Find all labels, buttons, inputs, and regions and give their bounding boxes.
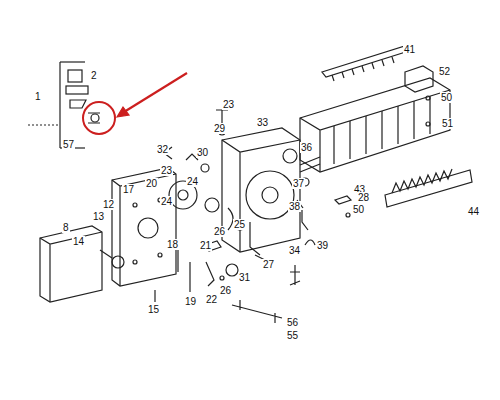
callout-number: 22 <box>205 294 218 305</box>
callout-number: 31 <box>238 272 251 283</box>
callout-number: 39 <box>316 240 329 251</box>
callout-number: 51 <box>441 118 454 129</box>
callout-number: 50 <box>352 204 365 215</box>
callout-number: 23 <box>160 165 173 176</box>
callout-number: 30 <box>196 147 209 158</box>
callout-number: 33 <box>256 117 269 128</box>
callout-number: 14 <box>72 236 85 247</box>
callout-number: 57 <box>62 139 75 150</box>
callout-number: 12 <box>102 199 115 210</box>
callout-number: 29 <box>213 123 226 134</box>
callout-number: 15 <box>147 304 160 315</box>
callout-number: 52 <box>438 66 451 77</box>
callout-number: 56 <box>286 317 299 328</box>
callout-number: 25 <box>233 219 246 230</box>
callout-number: 24 <box>160 196 173 207</box>
callout-number: 41 <box>403 44 416 55</box>
callout-number: 26 <box>213 226 226 237</box>
callout-number: 34 <box>288 245 301 256</box>
callout-number: 27 <box>262 259 275 270</box>
callout-number: 8 <box>62 222 70 233</box>
callout-number: 20 <box>145 178 158 189</box>
callout-number: 44 <box>467 206 480 217</box>
callout-number: 37 <box>292 178 305 189</box>
callout-number: 32 <box>156 144 169 155</box>
callout-number: 24 <box>186 176 199 187</box>
callout-number: 28 <box>357 192 370 203</box>
callout-number: 18 <box>166 239 179 250</box>
callout-number: 13 <box>92 211 105 222</box>
callout-number: 23 <box>222 99 235 110</box>
callout-number: 1 <box>34 91 42 102</box>
callout-number: 17 <box>122 184 135 195</box>
callout-number: 36 <box>300 142 313 153</box>
callout-number: 50 <box>440 92 453 103</box>
callout-number: 26 <box>219 285 232 296</box>
callout-number: 38 <box>288 201 301 212</box>
callout-number: 2 <box>90 70 98 81</box>
callout-number: 19 <box>184 296 197 307</box>
callout-number: 55 <box>286 330 299 341</box>
callout-number: 21 <box>199 240 212 251</box>
